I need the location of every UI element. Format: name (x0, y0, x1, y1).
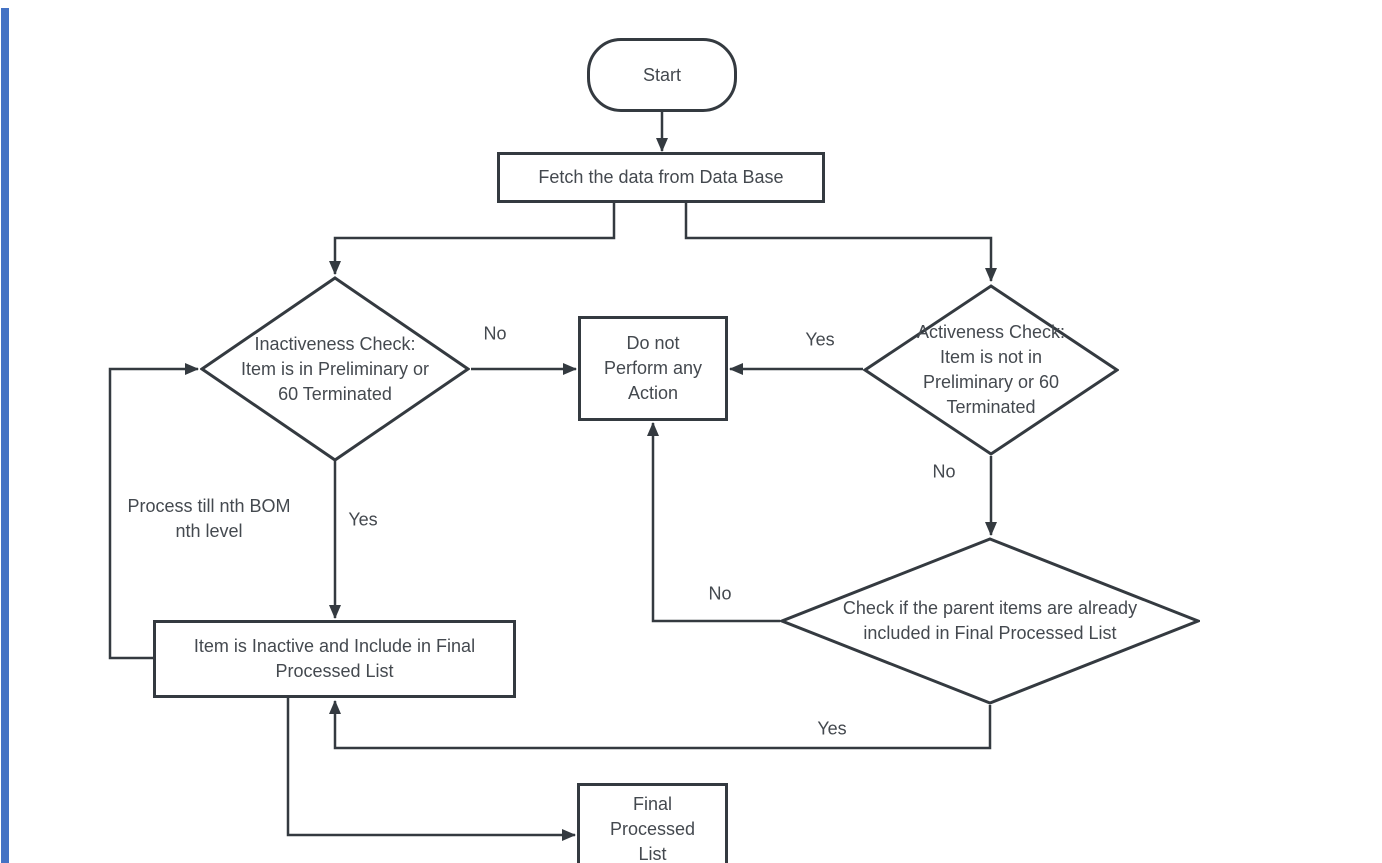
edge-label-process-till-nth-bom: Process till nth BOM nth level (125, 494, 293, 544)
start-node[interactable]: Start (587, 38, 737, 112)
include-in-final-list-node[interactable]: Item is Inactive and Include in Final Pr… (153, 620, 516, 698)
edge-label-no-inactiveness: No (481, 321, 509, 347)
fetch-data-node-label: Fetch the data from Data Base (538, 167, 784, 187)
parent-items-check-label: Check if the parent items are already in… (842, 598, 1138, 643)
diamond-shape (780, 537, 1200, 705)
edge-fetch-to-inactiveness (329, 203, 616, 275)
edge-label-no-parentcheck: No (706, 581, 734, 607)
edge-include-to-final (286, 698, 576, 841)
do-not-perform-node[interactable]: Do not Perform any Action (578, 316, 728, 421)
do-not-perform-label: Do not Perform any Action (603, 333, 703, 403)
start-node-label: Start (642, 64, 681, 85)
final-processed-list-label: Final Processed List (609, 794, 696, 863)
parent-items-check-diamond[interactable]: Check if the parent items are already in… (780, 537, 1200, 705)
edge-parentcheck-no-to-donot (647, 422, 780, 623)
edge-include-loop-to-inactiveness (108, 363, 199, 660)
inactiveness-check-label: Inactiveness Check: Item is in Prelimina… (240, 333, 430, 404)
left-edge-accent-bar (1, 8, 9, 863)
edge-label-yes-inactiveness: Yes (346, 507, 380, 533)
edge-label-yes-parentcheck: Yes (815, 716, 849, 742)
edge-fetch-to-activeness (684, 203, 997, 282)
edge-label-no-activeness: No (930, 459, 958, 485)
inactiveness-check-diamond[interactable]: Inactiveness Check: Item is in Prelimina… (200, 276, 470, 462)
fetch-data-node[interactable]: Fetch the data from Data Base (497, 152, 825, 203)
edge-label-yes-activeness: Yes (803, 327, 837, 353)
activeness-check-diamond[interactable]: Activeness Check: Item is not in Prelimi… (863, 284, 1119, 456)
activeness-check-label: Activeness Check: Item is not in Prelimi… (916, 322, 1066, 417)
diamond-shape (200, 276, 470, 462)
final-processed-list-node[interactable]: Final Processed List (577, 783, 728, 863)
include-in-final-list-label: Item is Inactive and Include in Final Pr… (193, 636, 476, 681)
edge-parentcheck-yes-to-include (329, 700, 992, 750)
diamond-shape (863, 284, 1119, 456)
